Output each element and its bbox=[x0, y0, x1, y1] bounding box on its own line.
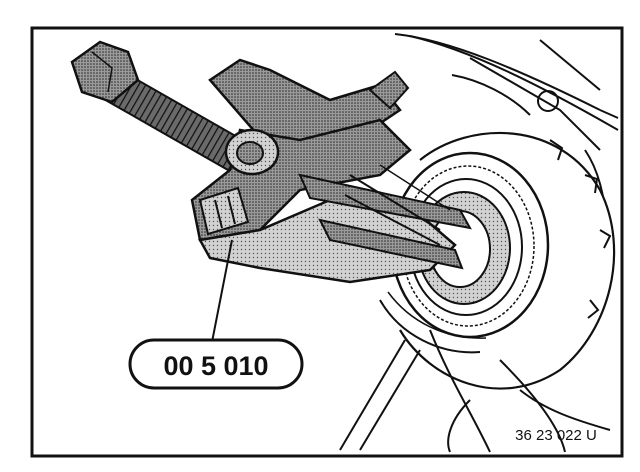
lower-housing bbox=[339, 329, 611, 453]
part-number-label: 00 5 010 bbox=[163, 351, 268, 381]
callout-leader-line bbox=[211, 239, 233, 343]
figure-reference: 36 23 022 U bbox=[515, 427, 597, 444]
part-number-callout: 00 5 010 bbox=[128, 338, 304, 390]
bearing-race-icon bbox=[379, 131, 616, 390]
puller-tool-icon bbox=[190, 58, 472, 284]
